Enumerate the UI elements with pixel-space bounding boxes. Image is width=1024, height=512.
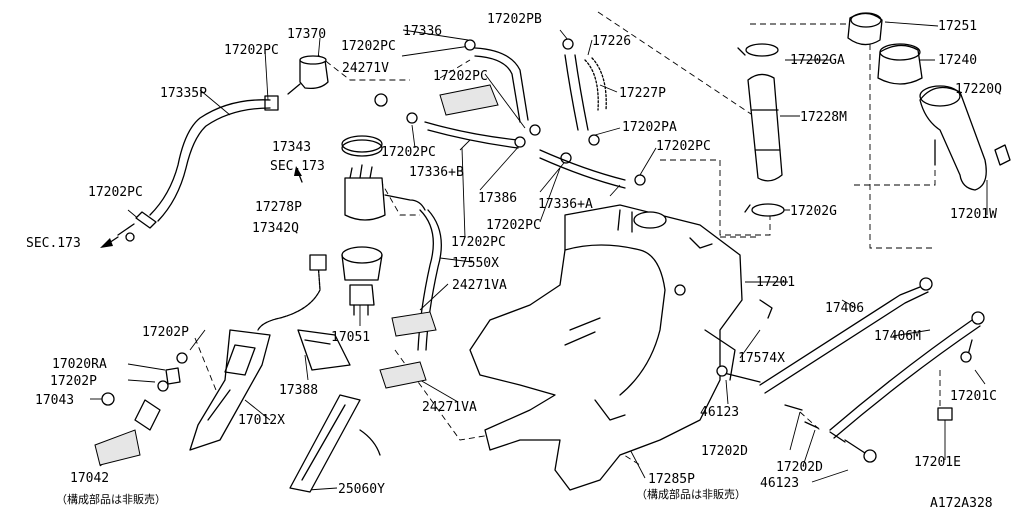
label-17406: 17406: [825, 301, 864, 316]
bolts: [716, 299, 973, 463]
label-17202PA: 17202PA: [622, 120, 677, 135]
arrow-up-icon: [294, 166, 302, 176]
label-17202PC-e: 17202PC: [656, 139, 711, 154]
section-arrows: [100, 166, 303, 248]
label-17201C: 17201C: [950, 389, 997, 404]
canister-17370: [287, 55, 329, 95]
harness: [257, 254, 327, 331]
diagram-id: A172A328: [930, 496, 993, 511]
label-24271V: 24271V: [342, 61, 389, 76]
hose-17336A: [539, 149, 626, 189]
filler-seal-17240: [877, 43, 923, 85]
label-17202D-a: 17202D: [701, 444, 748, 459]
label-17370: 17370: [287, 27, 326, 42]
label-17285P: 17285P: [648, 472, 695, 487]
label-17202P-a: 17202P: [142, 325, 189, 340]
label-46123-b: 46123: [760, 476, 799, 491]
label-17251: 17251: [938, 19, 977, 34]
label-17406M: 17406M: [874, 329, 921, 344]
label-17043: 17043: [35, 393, 74, 408]
label-17201: 17201: [756, 275, 795, 290]
label-not-sold-b: （構成部品は非販売）: [636, 487, 746, 501]
strap-17406: [759, 277, 933, 394]
label-17336A: 17336+A: [538, 197, 593, 212]
fuel-tank-17201: [469, 204, 743, 491]
sender-17051: [349, 284, 375, 316]
hose-17335P: [117, 95, 279, 236]
bracket-17388: [297, 329, 351, 371]
label-17343: 17343: [272, 140, 311, 155]
strap-17406M: [829, 311, 985, 443]
lock-ring-17343: [341, 135, 383, 157]
label-17202PC-h: 17202PC: [451, 235, 506, 250]
vent-tube-17226: [564, 54, 607, 131]
label-17020RA: 17020RA: [52, 357, 107, 372]
label-17226: 17226: [592, 34, 631, 49]
label-17240: 17240: [938, 53, 977, 68]
filler-hose-17228M: [737, 43, 785, 217]
seal-17342Q: [341, 246, 383, 281]
pump-module-17278P: [344, 164, 426, 221]
label-17201W: 17201W: [950, 207, 997, 222]
label-17202D-b: 17202D: [776, 460, 823, 475]
leader-lines: [90, 21, 988, 491]
label-17202PC-d: 17202PC: [381, 145, 436, 160]
label-sec173-b: SEC.173: [26, 236, 81, 251]
label-17202PC-c: 17202PC: [433, 69, 488, 84]
label-17550X: 17550X: [452, 256, 499, 271]
filler-cap-17251: [847, 12, 883, 46]
label-17220Q: 17220Q: [955, 82, 1002, 97]
label-17574X: 17574X: [738, 351, 785, 366]
hose-17336B: [374, 93, 519, 149]
guide-lines: [194, 11, 941, 466]
label-17202PC-a: 17202PC: [224, 43, 279, 58]
sender-25060Y: [289, 394, 381, 493]
label-17202GA: 17202GA: [790, 53, 845, 68]
label-17042: 17042: [70, 471, 109, 486]
label-25060Y: 25060Y: [338, 482, 385, 497]
label-17202PB: 17202PB: [487, 12, 542, 27]
label-17201E: 17201E: [914, 455, 961, 470]
label-24271VA-a: 24271VA: [452, 278, 507, 293]
label-17202G: 17202G: [790, 204, 837, 219]
tape-24271VA: [379, 311, 437, 389]
label-not-sold-a: （構成部品は非販売）: [56, 492, 166, 506]
label-46123-a: 46123: [700, 405, 739, 420]
label-17202PC-f: 17202PC: [88, 185, 143, 200]
label-17342Q: 17342Q: [252, 221, 299, 236]
hose-17336: [439, 47, 529, 123]
label-17335P: 17335P: [160, 86, 207, 101]
small-parts: [94, 367, 181, 466]
label-17202P-b: 17202P: [50, 374, 97, 389]
label-17202PC-b: 17202PC: [341, 39, 396, 54]
label-17336: 17336: [403, 24, 442, 39]
label-17227P: 17227P: [619, 86, 666, 101]
label-17336B: 17336+B: [409, 165, 464, 180]
label-17386: 17386: [478, 191, 517, 206]
label-17051: 17051: [331, 330, 370, 345]
label-17228M: 17228M: [800, 110, 847, 125]
arrow-left-icon: [100, 238, 113, 248]
label-17012X: 17012X: [238, 413, 285, 428]
part-labels: 17336 17202PB 17251 17370 17202PC 17202P…: [26, 12, 1002, 511]
label-24271VA-b: 24271VA: [422, 400, 477, 415]
label-17202PC-g: 17202PC: [486, 218, 541, 233]
clips-17202D: [784, 404, 819, 429]
bracket-17012X: [189, 329, 271, 451]
label-sec173-a: SEC.173: [270, 159, 325, 174]
filler-tube-17220Q: [919, 85, 1011, 191]
label-17278P: 17278P: [255, 200, 302, 215]
label-17388: 17388: [279, 383, 318, 398]
